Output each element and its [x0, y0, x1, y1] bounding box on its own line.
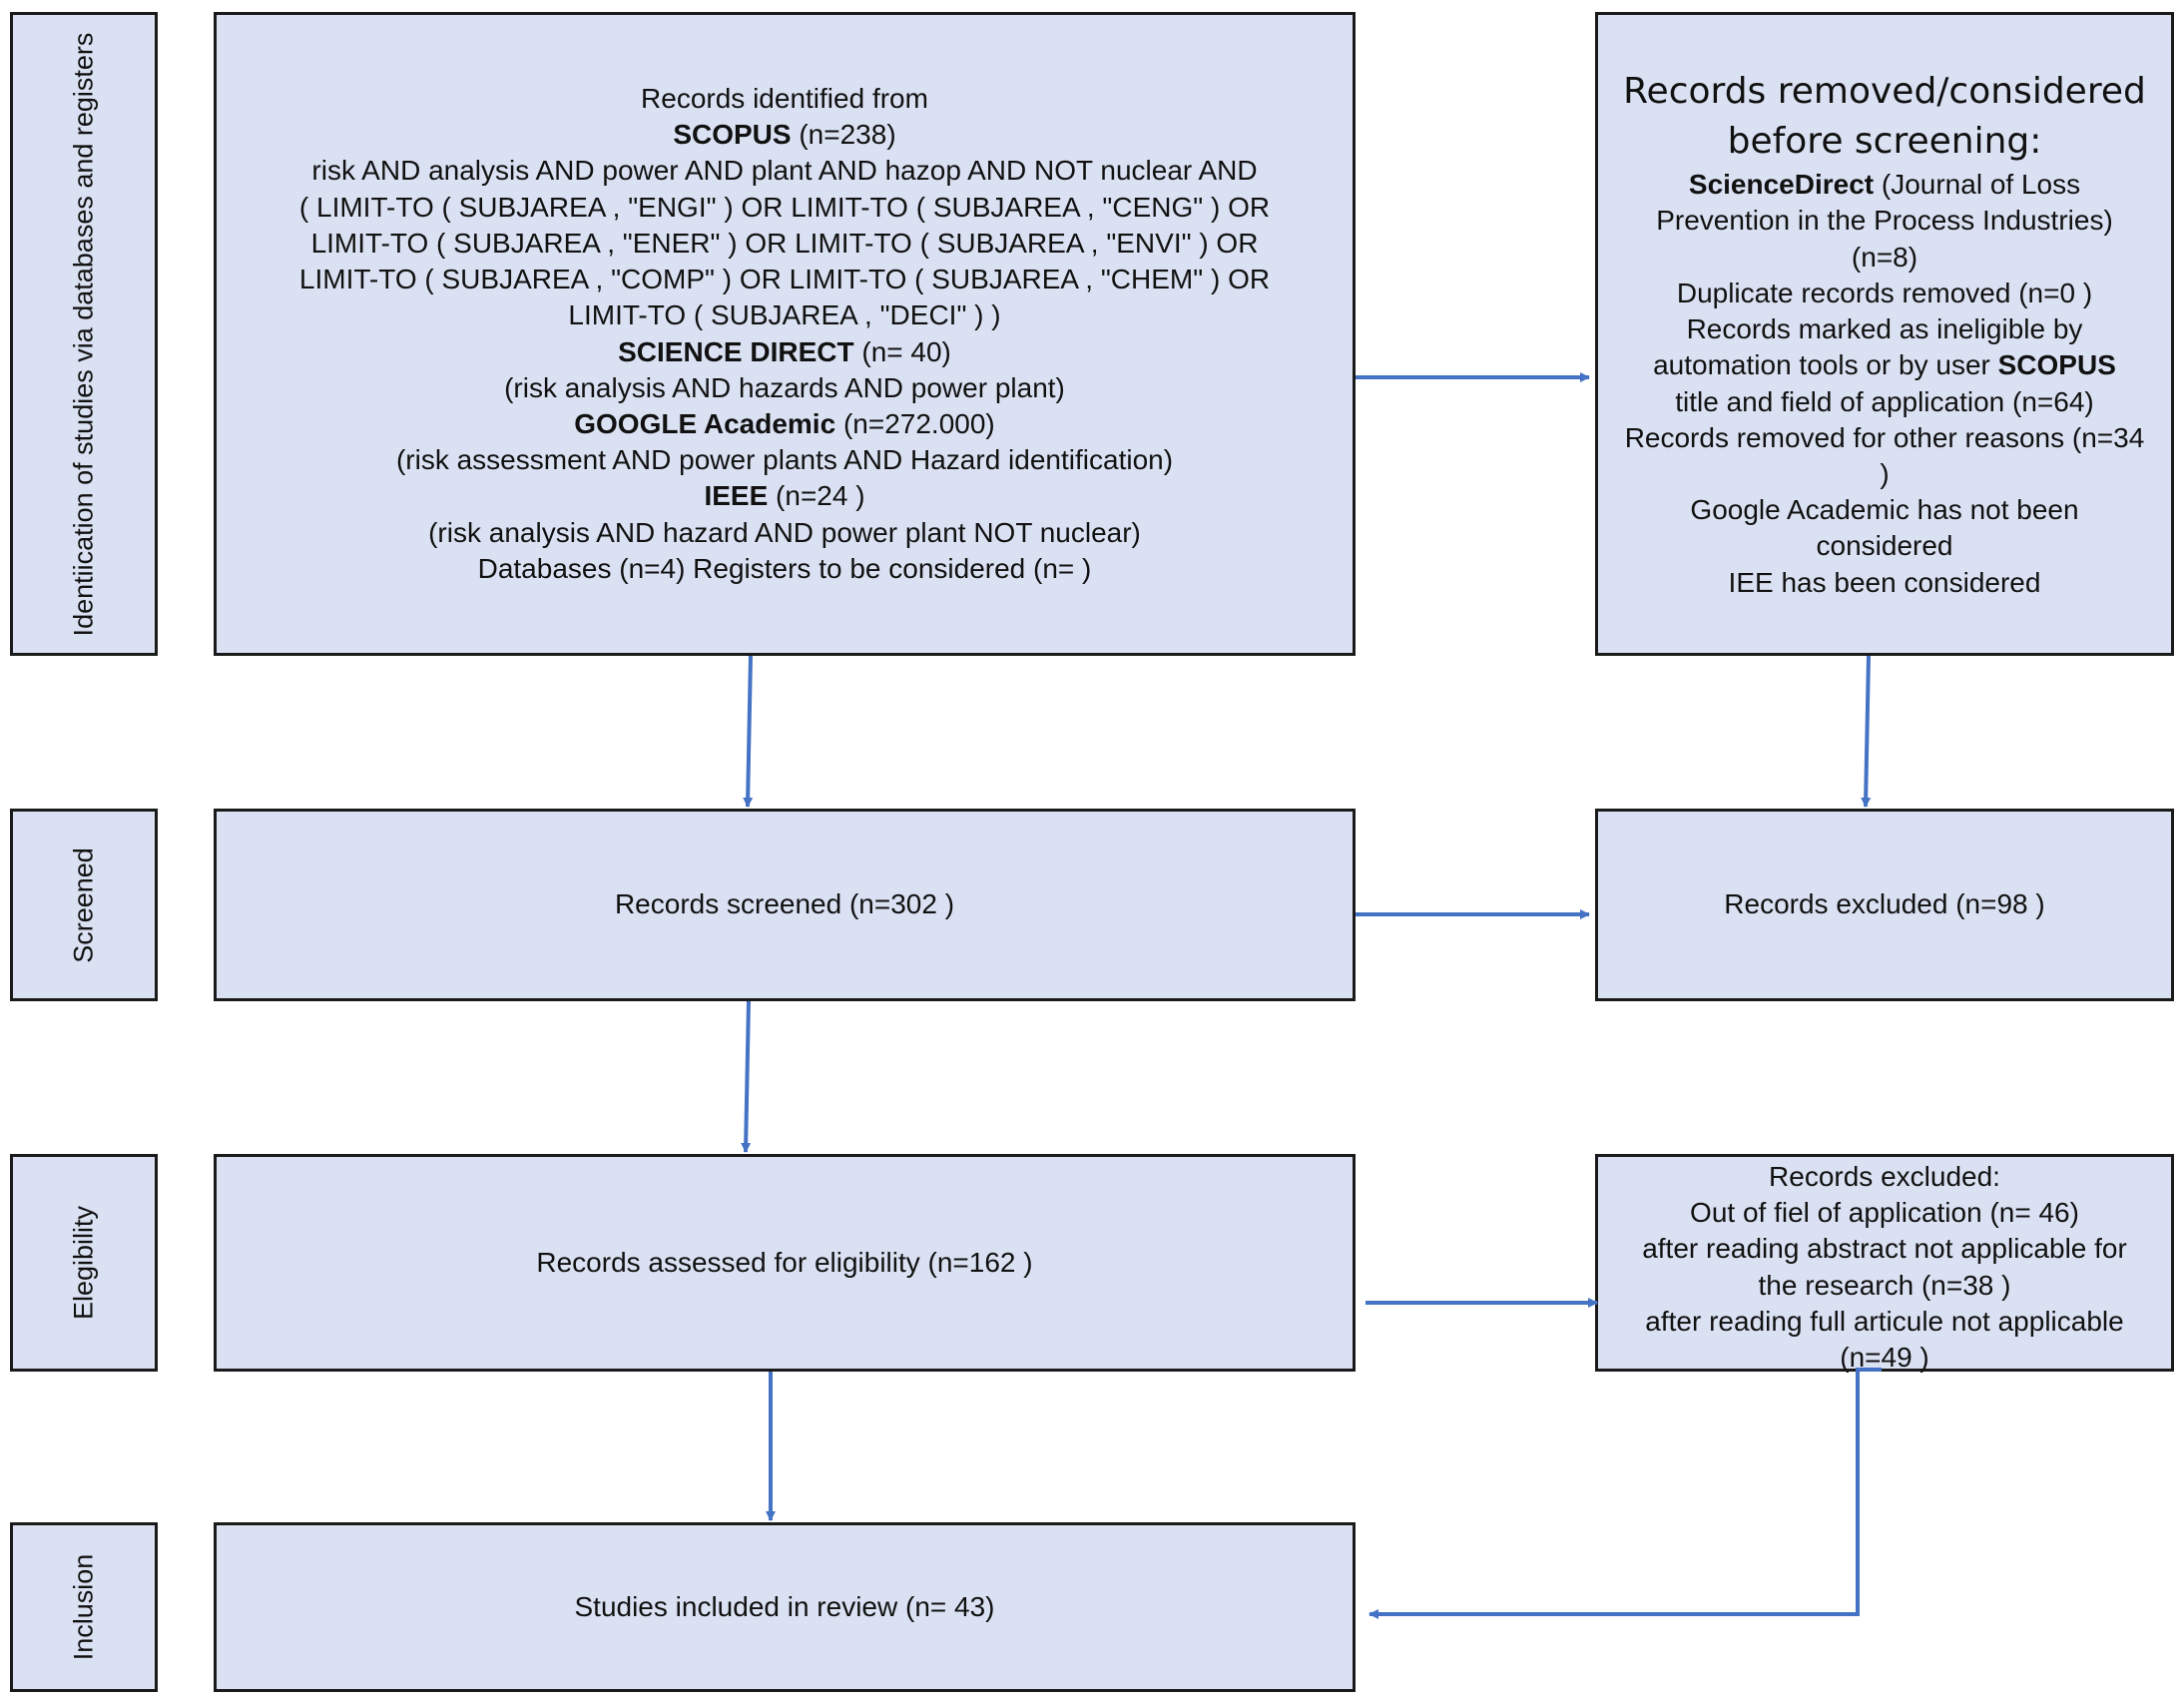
- stage-inclusion: Inclusion: [10, 1522, 158, 1692]
- excluded-reason: Out of fiel of application (n= 46): [1690, 1197, 2079, 1229]
- included-label: Studies included in review (n= 43): [574, 1590, 995, 1622]
- scopus-query-line: risk AND analysis AND power AND plant AN…: [311, 155, 1258, 187]
- records-identified-box: Records identified from SCOPUS (n=238) r…: [214, 12, 1356, 656]
- eligibility-box: Records assessed for eligibility (n=162 …: [214, 1154, 1356, 1372]
- removed-line: (n=8): [1851, 241, 1918, 273]
- removed-line: Records marked as ineligible by: [1686, 313, 2083, 345]
- source-sciencedirect: ScienceDirect: [1688, 169, 1875, 201]
- excluded-reason: Records excluded:: [1769, 1161, 2000, 1192]
- scopus-query-line: LIMIT-TO ( SUBJAREA , "DECI" ) ): [568, 299, 1001, 331]
- records-screened-label: Records screened (n=302 ): [614, 888, 955, 920]
- removed-line: ): [1880, 457, 1890, 489]
- removed-line: Duplicate records removed (n=0 ): [1676, 277, 2093, 308]
- included-box: Studies included in review (n= 43): [214, 1522, 1356, 1692]
- excluded-reason: (n=49 ): [1840, 1342, 1929, 1374]
- removed-line: Records removed for other reasons (n=34: [1624, 421, 2145, 453]
- scopus-query-line: LIMIT-TO ( SUBJAREA , "ENER" ) OR LIMIT-…: [310, 227, 1259, 259]
- source-scopus: SCOPUS: [673, 119, 792, 151]
- removed-line: Google Academic has not been: [1690, 494, 2079, 526]
- google-academic-query: (risk assessment AND power plants AND Ha…: [395, 444, 1174, 476]
- records-excluded-eligibility-box: Records excluded: Out of fiel of applica…: [1595, 1154, 2174, 1373]
- stage-eligibility: Elegibility: [10, 1154, 158, 1372]
- databases-count: Databases (n=4) Registers to be consider…: [477, 552, 1092, 584]
- source-scopus-removed: SCOPUS: [1997, 349, 2116, 381]
- excluded-reason: the research (n=38 ): [1758, 1269, 2011, 1301]
- removed-line: title and field of application (n=64): [1675, 385, 2094, 417]
- arrow-identified-to-screened: [743, 655, 754, 808]
- arrow-screened-to-eligibility: [741, 1000, 752, 1153]
- records-excluded-label: Records excluded (n=98 ): [1724, 888, 2045, 920]
- removed-line: Prevention in the Process Industries): [1656, 205, 2113, 237]
- records-excluded-box: Records excluded (n=98 ): [1595, 809, 2174, 1001]
- removed-line: considered: [1816, 530, 1953, 562]
- scopus-query-line: ( LIMIT-TO ( SUBJAREA , "ENGI" ) OR LIMI…: [298, 191, 1271, 223]
- stage-screened: Screened: [10, 809, 158, 1001]
- records-screened-box: Records screened (n=302 ): [214, 809, 1356, 1001]
- stage-identification: Identiication of studies via databases a…: [10, 12, 158, 656]
- removed-title: before screening:: [1727, 121, 2042, 163]
- removed-title: Records removed/considered: [1623, 71, 2146, 113]
- removed-line: IEE has been considered: [1728, 566, 2041, 598]
- scopus-query-line: LIMIT-TO ( SUBJAREA , "COMP" ) OR LIMIT-…: [298, 264, 1271, 295]
- science-direct-query: (risk analysis AND hazards AND power pla…: [504, 371, 1065, 403]
- arrow-removed-to-excluded: [1861, 655, 1872, 808]
- identified-line: Records identified from: [641, 83, 928, 115]
- source-google-academic: GOOGLE Academic: [574, 407, 836, 439]
- ieee-query: (risk analysis AND hazard AND power plan…: [428, 516, 1141, 548]
- source-science-direct: SCIENCE DIRECT: [618, 335, 854, 367]
- arrow-excluded-to-included: [1368, 1368, 1882, 1619]
- records-removed-box: Records removed/considered before screen…: [1595, 12, 2174, 656]
- excluded-reason: after reading full articule not applicab…: [1645, 1305, 2124, 1337]
- source-ieee: IEEE: [704, 480, 769, 512]
- eligibility-label: Records assessed for eligibility (n=162 …: [536, 1246, 1033, 1278]
- excluded-reason: after reading abstract not applicable fo…: [1642, 1233, 2127, 1265]
